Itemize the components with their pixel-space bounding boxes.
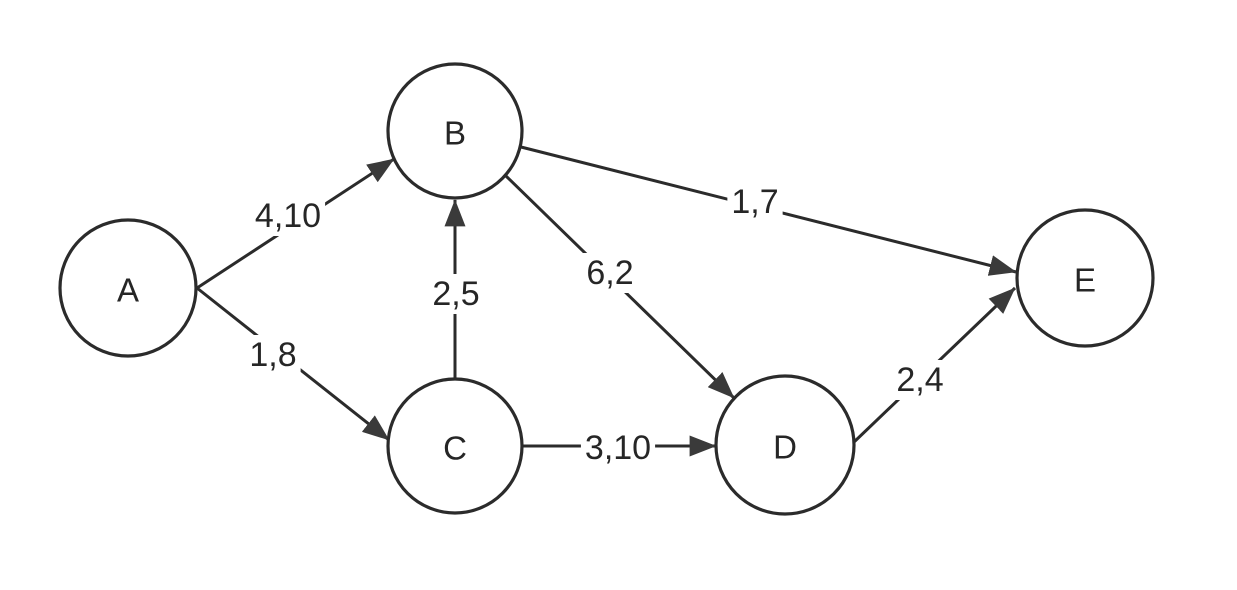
edges-layer (196, 145, 1017, 457)
edge-label-C-B: 2,5 (432, 275, 479, 313)
edge-label-bg-A-C (245, 335, 301, 375)
edge-label-bg-D-E (892, 360, 948, 400)
node-label-B: B (444, 115, 466, 152)
edge-labels-layer: 4,10 1,8 2,5 6,2 1,7 3,10 2,4 (245, 182, 948, 468)
edge-label-D-E: 2,4 (896, 361, 943, 399)
node-B (386, 62, 524, 200)
node-C (386, 377, 524, 515)
edge-label-A-B: 4,10 (255, 197, 321, 235)
edge-label-bg-B-E (727, 182, 783, 222)
edge-label-bg-C-B (428, 274, 484, 314)
edge-label-bg-A-B (250, 196, 326, 236)
edge-label-B-E: 1,7 (731, 183, 778, 221)
node-label-E: E (1074, 262, 1096, 299)
node-D (714, 374, 856, 516)
node-label-D: D (773, 429, 797, 466)
node-label-C: C (443, 430, 467, 467)
edge-label-C-D: 3,10 (585, 429, 651, 467)
edge-label-bg-C-D (580, 428, 656, 468)
edge-label-A-C: 1,8 (249, 336, 296, 374)
nodes-layer: A B C D E (58, 62, 1155, 516)
node-label-A: A (117, 272, 139, 309)
node-A (58, 218, 198, 358)
edge-label-bg-B-D (582, 253, 638, 293)
node-E (1015, 208, 1155, 348)
edge-label-B-D: 6,2 (586, 254, 633, 292)
